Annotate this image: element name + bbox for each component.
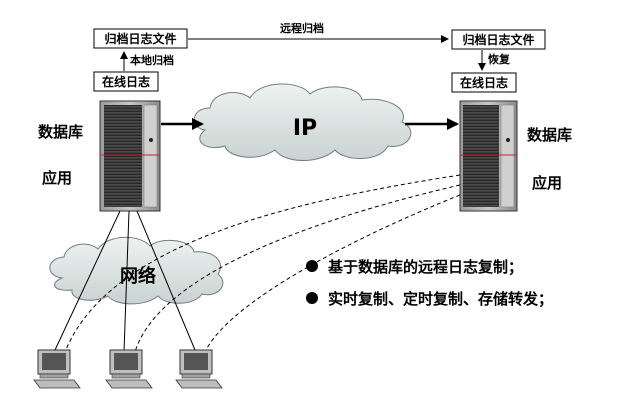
right-archive-log-label: 归档日志文件 xyxy=(462,32,534,47)
workstation-3 xyxy=(175,349,223,389)
network-cloud: 网络 xyxy=(49,236,224,305)
local-archive-label: 本地归档 xyxy=(130,53,174,67)
workstation-1 xyxy=(33,349,81,389)
network-cloud-label: 网络 xyxy=(120,265,156,287)
left-application-label: 应用 xyxy=(42,169,72,187)
left-online-log-label: 在线日志 xyxy=(102,74,150,89)
left-archive-log-label: 归档日志文件 xyxy=(104,31,176,46)
right-online-log-label: 在线日志 xyxy=(460,75,508,90)
left-database-label: 数据库 xyxy=(38,123,83,141)
right-online-log-box: 在线日志 xyxy=(451,72,517,93)
remote-network-links xyxy=(64,174,461,353)
workstation-2 xyxy=(105,349,153,389)
bullet-dot-2 xyxy=(306,292,318,304)
ip-cloud: IP xyxy=(193,83,412,161)
bullet-dot-1 xyxy=(306,260,318,272)
left-archive-log-box: 归档日志文件 xyxy=(93,28,188,49)
remote-archive-label: 远程归档 xyxy=(280,21,324,35)
left-database-server xyxy=(99,100,161,212)
right-application-label: 应用 xyxy=(532,174,562,192)
bullet-text-2: 实时复制、定时复制、存储转发； xyxy=(328,290,553,308)
bullet-text-1: 基于数据库的远程日志复制； xyxy=(327,258,523,276)
right-database-server xyxy=(459,100,518,212)
right-archive-log-box: 归档日志文件 xyxy=(451,29,546,50)
ip-cloud-label: IP xyxy=(293,116,317,141)
left-online-log-box: 在线日志 xyxy=(93,71,159,92)
local-network-links xyxy=(54,210,196,353)
right-database-label: 数据库 xyxy=(527,126,572,144)
recover-label: 恢复 xyxy=(488,52,511,66)
